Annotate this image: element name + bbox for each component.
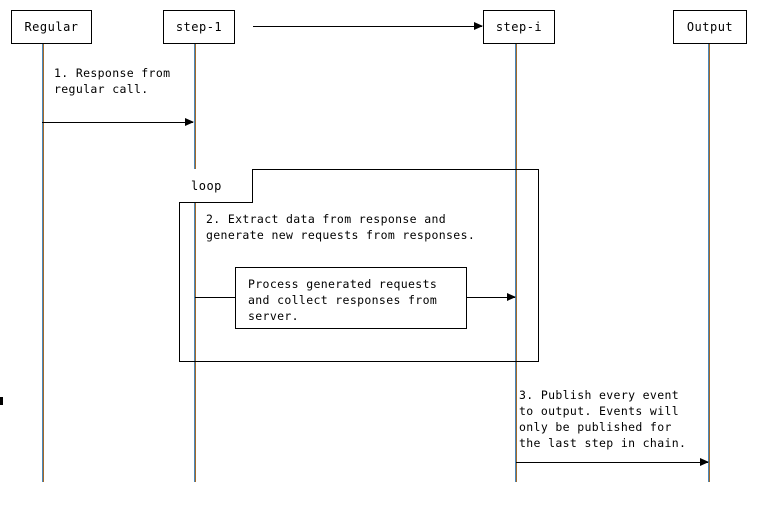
arrowhead-icon <box>507 293 516 301</box>
message-arrow-chain <box>253 22 483 30</box>
loop-fragment <box>179 169 539 362</box>
participant-label-step-i: step-i <box>495 20 543 34</box>
participant-label-step-1: step-1 <box>175 20 223 34</box>
edge-artifact <box>0 397 3 405</box>
participant-step-i[interactable]: step-i <box>483 10 555 44</box>
participant-step-1[interactable]: step-1 <box>163 10 235 44</box>
message-arrow-publish <box>516 458 709 466</box>
arrowhead-icon <box>185 118 194 126</box>
participant-output[interactable]: Output <box>673 10 747 44</box>
lifeline-step-1 <box>194 43 196 482</box>
note-extract-data: 2. Extract data from response and genera… <box>206 212 476 242</box>
arrowhead-icon <box>474 22 483 30</box>
participant-label-regular: Regular <box>24 20 79 34</box>
loop-operator-label: loop <box>191 178 222 193</box>
note-process-generated-requests: Process generated requests and collect r… <box>235 267 467 329</box>
participant-label-output: Output <box>686 20 734 34</box>
lifeline-output <box>708 43 710 482</box>
participant-regular[interactable]: Regular <box>11 10 92 44</box>
lifeline-step-i <box>515 43 517 482</box>
arrowhead-icon <box>700 458 709 466</box>
message-arrow-response <box>42 118 194 126</box>
note-publish-every-event: 3. Publish every event to output. Events… <box>519 388 687 450</box>
loop-fragment-operator: loop <box>179 169 253 203</box>
note-response-from-regular-call: 1. Response from regular call. <box>54 66 171 96</box>
lifeline-regular <box>42 43 44 482</box>
